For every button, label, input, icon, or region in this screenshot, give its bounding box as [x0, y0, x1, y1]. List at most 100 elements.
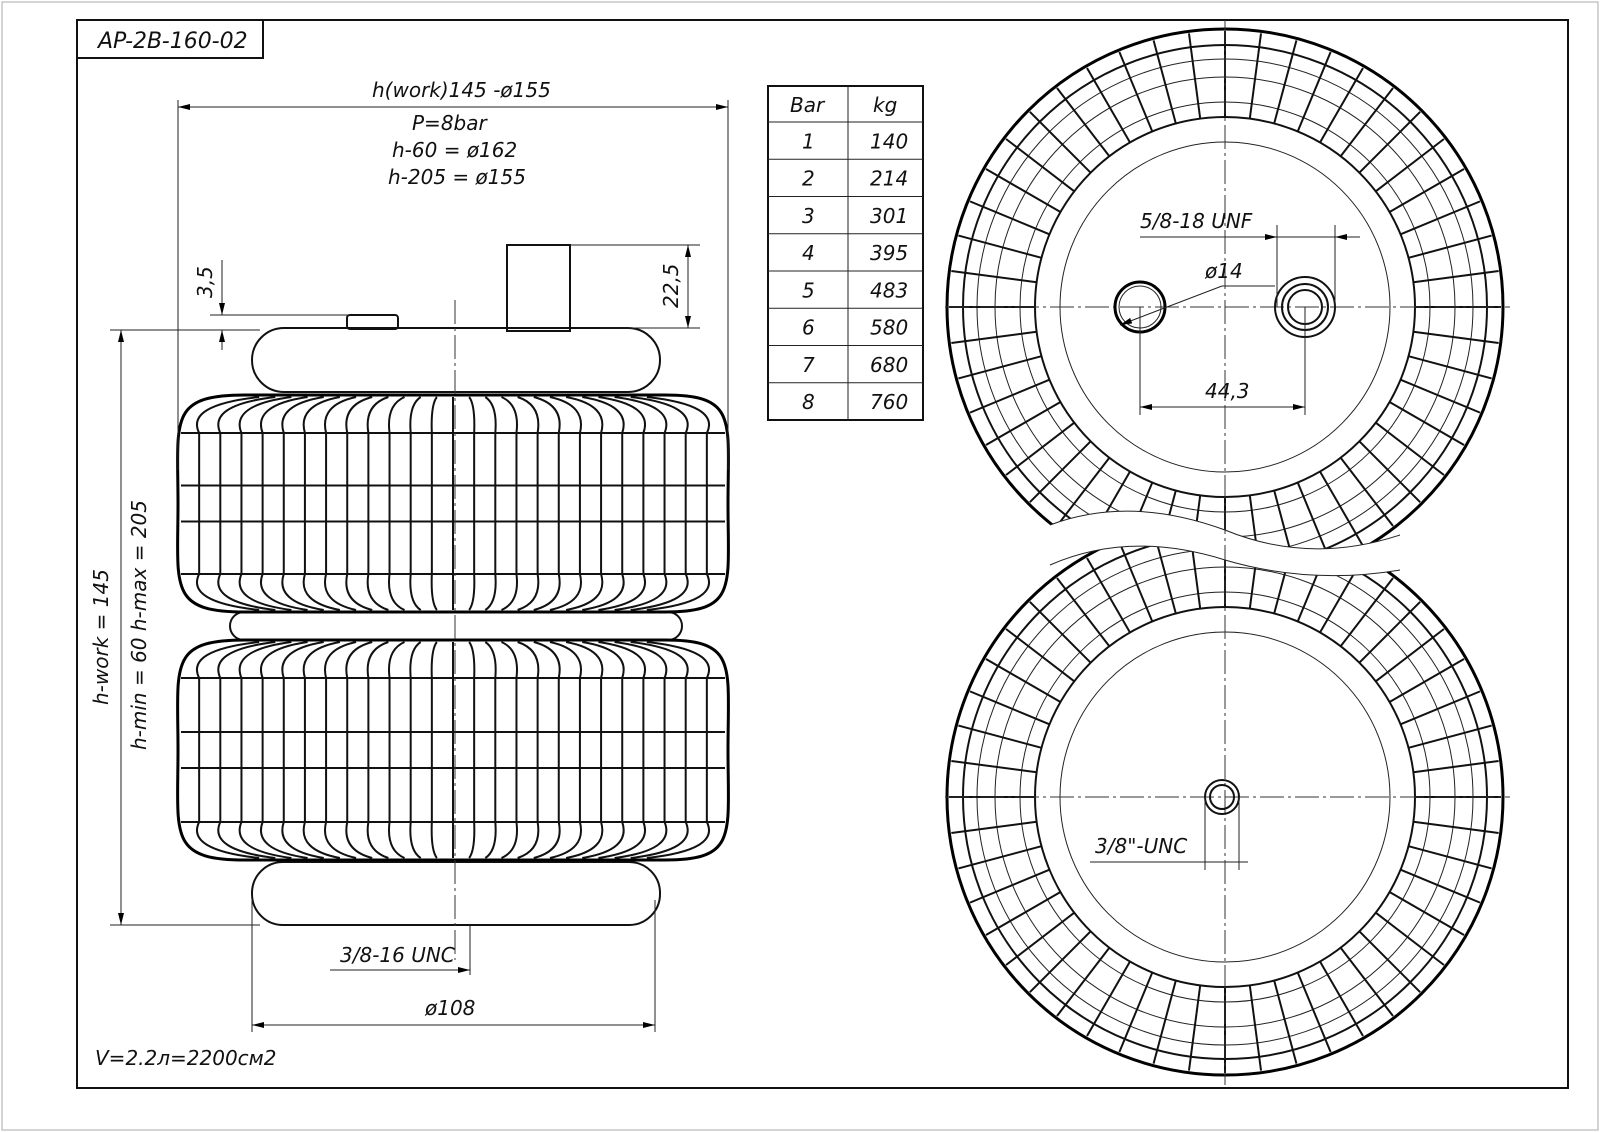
bead-spoke — [1118, 546, 1154, 622]
bellows-cord — [468, 641, 476, 859]
bead-spoke — [985, 658, 1061, 703]
bead-spoke — [1319, 961, 1364, 1037]
bead-spoke — [1118, 972, 1154, 1053]
bead-spoke — [969, 378, 1050, 414]
bead-spoke — [1389, 401, 1465, 446]
bellows-cord — [302, 396, 341, 611]
bead-spoke — [1086, 67, 1131, 143]
bellows-cord — [484, 396, 497, 611]
bead-spoke — [1296, 482, 1332, 549]
bead-spoke — [1086, 471, 1131, 547]
bellows-cord — [614, 641, 668, 859]
bellows-cord — [217, 396, 276, 611]
bellows-cord — [388, 396, 405, 611]
bellows-cord — [324, 396, 357, 611]
top-plate — [251, 327, 661, 393]
bellows-cord — [468, 396, 476, 611]
bellows-cord — [517, 396, 540, 611]
bead-spoke — [1408, 234, 1492, 259]
bead-spoke — [1248, 33, 1263, 119]
bead-spoke — [1375, 628, 1445, 683]
bead-spoke — [1152, 40, 1177, 124]
hminmax-label: h-min = 60 h-max = 205 — [127, 500, 151, 750]
bead-spoke — [1389, 658, 1465, 703]
bellows-cord — [646, 396, 710, 611]
bead-spoke — [1296, 51, 1332, 132]
bead-spoke — [1296, 546, 1332, 622]
bead-spoke — [1273, 490, 1298, 549]
bellows-cord — [533, 641, 561, 859]
bellows-cord — [533, 396, 561, 611]
table-cell-bar: 7 — [802, 353, 815, 377]
bead-spoke — [1413, 820, 1499, 835]
bead-spoke — [969, 868, 1050, 904]
bead-spoke — [1358, 440, 1421, 503]
hwork-label: h-work = 145 — [89, 569, 113, 705]
bead-spoke — [1029, 930, 1092, 993]
volume-label: V=2.2л=2200см2 — [95, 1046, 277, 1070]
bead-spoke — [1339, 87, 1394, 157]
bellows-cord — [630, 396, 689, 611]
bellows-cord — [260, 641, 308, 859]
bead-spoke — [985, 891, 1061, 936]
table-cell-bar: 4 — [802, 241, 815, 265]
bead-spoke — [985, 401, 1061, 446]
bead-spoke — [1339, 577, 1394, 647]
bead-spoke — [985, 168, 1061, 213]
bead-spoke — [951, 330, 1037, 345]
bead-spoke — [1413, 759, 1499, 774]
table-cell-bar: 8 — [802, 390, 815, 414]
stud — [506, 244, 571, 332]
top-thread-label: 5/8-18 UNF — [1140, 209, 1253, 233]
table-cell-kg: 214 — [870, 167, 908, 191]
table-header-kg: kg — [873, 93, 897, 117]
bead-spoke — [1152, 546, 1177, 614]
bead-spoke — [1187, 33, 1202, 119]
bellows-cord — [517, 641, 540, 859]
table-cell-bar: 6 — [802, 316, 815, 340]
bellows-cord — [430, 641, 438, 859]
bead-spoke — [1005, 421, 1075, 476]
bead-spoke — [1273, 40, 1298, 124]
bellows-cord — [501, 396, 518, 611]
air-fitting — [346, 314, 399, 330]
bead-spoke — [1086, 961, 1131, 1037]
bellows-cord — [196, 641, 260, 859]
dimensions: h(work)145 -ø155 P=8bar h-60 = ø162 h-20… — [89, 78, 729, 1070]
bead-spoke — [958, 724, 1042, 749]
bead-spoke — [951, 820, 1037, 835]
bellows-cord — [582, 641, 625, 859]
bellows-cord — [598, 396, 646, 611]
bead-spoke — [969, 690, 1050, 726]
bead-spoke — [1389, 891, 1465, 936]
bead-spoke — [1187, 546, 1202, 609]
bead-spoke — [1358, 930, 1421, 993]
bead-spoke — [1400, 690, 1481, 726]
bead-spoke — [1408, 724, 1492, 749]
side-view — [176, 244, 730, 960]
bellows-cord — [324, 641, 357, 859]
bead-spoke — [1005, 138, 1075, 193]
bead-spoke — [951, 759, 1037, 774]
bead-spoke — [969, 200, 1050, 236]
table-cell-bar: 3 — [802, 204, 815, 228]
bellows-cord — [565, 396, 604, 611]
waist-ring — [229, 611, 683, 641]
bead-spoke — [1413, 330, 1499, 345]
bead-spoke — [1375, 138, 1445, 193]
bellows-cord — [238, 396, 292, 611]
bead-spoke — [1296, 972, 1332, 1053]
bellows-cord — [196, 396, 260, 611]
bellows-cord — [484, 641, 497, 859]
bead-spoke — [1056, 947, 1111, 1017]
top-dim-label: h(work)145 -ø155 — [372, 78, 551, 102]
table-cell-kg: 140 — [870, 129, 908, 153]
bead-spoke — [958, 355, 1042, 380]
bead-spoke — [1029, 111, 1092, 174]
bellows-cord — [409, 396, 422, 611]
h205-label: h-205 = ø155 — [388, 165, 526, 189]
bead-spoke — [1248, 495, 1263, 549]
bead-spoke — [1389, 168, 1465, 213]
bellows-cord — [549, 396, 582, 611]
